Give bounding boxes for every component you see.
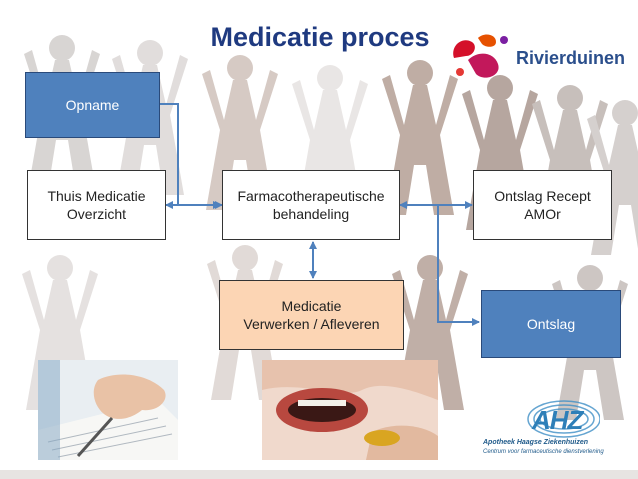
page-title: Medicatie proces: [210, 22, 430, 52]
thuis-medicatie-box: Thuis Medicatie Overzicht: [27, 170, 166, 240]
ahz-swirl-icon: [527, 400, 600, 438]
ahz-mark: AHZ: [532, 405, 583, 435]
ahz-name: Apotheek Haagse Ziekenhuizen: [483, 439, 589, 446]
ahz-tagline: Centrum voor farmaceutische dienstverlen…: [483, 449, 604, 455]
farmacotherapeutische-box: Farmacotherapeutische behandeling: [222, 170, 400, 240]
ontslag-recept-label: Ontslag Recept AMOr: [494, 188, 591, 222]
rivierduinen-logo-icon: [453, 34, 508, 78]
rivierduinen-brand: Rivierduinen: [516, 48, 626, 68]
medicatie-verwerken-label: Medicatie Verwerken / Afleveren: [243, 298, 380, 332]
opname-label: Opname: [65, 97, 120, 113]
farmacotherapeutische-label: Farmacotherapeutische behandeling: [237, 188, 385, 222]
thuis-medicatie-label: Thuis Medicatie Overzicht: [47, 188, 146, 222]
mouth-pill-photo: [262, 360, 438, 460]
ontslag-box: Ontslag: [481, 290, 621, 358]
prescription-writing-photo: [38, 360, 178, 460]
opname-box: Opname: [25, 72, 160, 138]
ontslag-label: Ontslag: [526, 316, 576, 332]
medicatie-verwerken-box: Medicatie Verwerken / Afleveren: [219, 280, 404, 350]
ontslag-recept-box: Ontslag Recept AMOr: [473, 170, 612, 240]
